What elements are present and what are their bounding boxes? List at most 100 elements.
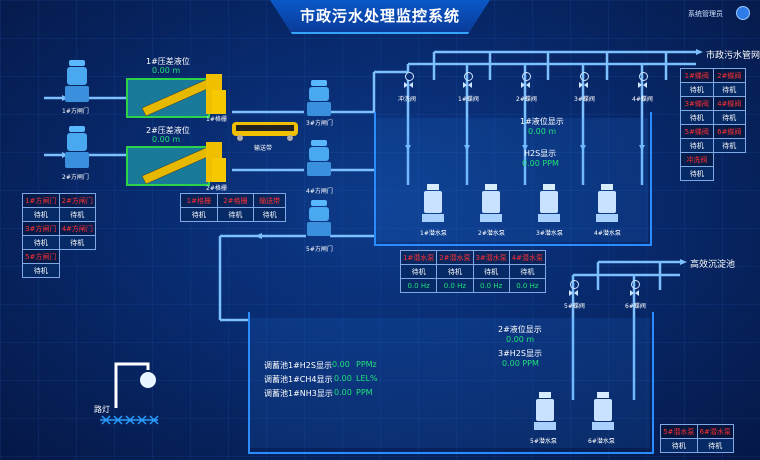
table-row: 待机待机 <box>680 110 746 125</box>
device-name-cell[interactable]: 1#蝶阀 <box>680 68 714 83</box>
pump-1-icon[interactable] <box>422 184 444 224</box>
frequency-cell: 0.0 Hz <box>436 278 474 293</box>
lower-tank <box>248 312 654 454</box>
device-name-cell[interactable]: 4#方闸门 <box>58 221 96 236</box>
screen-1-level-title: 1#压差液位 <box>146 57 190 66</box>
status-cell: 待机 <box>22 263 60 278</box>
status-cell: 待机 <box>712 138 746 153</box>
status-cell: 待机 <box>399 264 438 279</box>
pump-5-icon[interactable] <box>534 392 556 432</box>
device-name-cell[interactable]: 1#格栅 <box>180 193 218 208</box>
pump-5-label: 5#潜水泵 <box>530 438 557 445</box>
screen-1-rake-icon[interactable] <box>140 70 235 120</box>
screen-2-rake-icon[interactable] <box>140 138 235 188</box>
page-title: 市政污水处理监控系统 <box>299 7 460 25</box>
gate-3-icon[interactable] <box>306 80 332 118</box>
device-name-cell[interactable]: 2#方闸门 <box>58 193 96 208</box>
status-cell: 待机 <box>680 82 714 97</box>
table-row: 5#方闸门 <box>22 249 96 264</box>
level-1-value: 0.00 m <box>528 127 557 136</box>
device-name-cell[interactable]: 2#蝶阀 <box>712 68 746 83</box>
status-cell: 待机 <box>508 264 547 279</box>
gate-4-icon[interactable] <box>306 140 332 178</box>
butterfly-valve-6-icon[interactable] <box>630 280 640 297</box>
device-name-cell[interactable]: 1#潜水泵 <box>399 250 438 265</box>
screen-2-level-title: 2#压差液位 <box>146 126 190 135</box>
lower-tank-water <box>250 318 650 448</box>
table-row: 待机待机 <box>22 235 96 250</box>
gate-2-label: 2#方闸门 <box>62 174 89 181</box>
frequency-cell: 0.0 Hz <box>508 278 547 293</box>
conveyor-icon[interactable] <box>230 118 302 142</box>
pump-3-label: 3#潜水泵 <box>536 230 563 237</box>
h2s-3-value: 0.00 PPM <box>502 359 539 368</box>
device-name-cell[interactable]: 冲洗阀 <box>680 152 714 167</box>
gate-1-label: 1#方闸门 <box>62 108 89 115</box>
frequency-cell: 0.0 Hz <box>472 278 510 293</box>
h2s-value: 0.00 PPM <box>522 159 559 168</box>
device-name-cell[interactable]: 3#潜水泵 <box>472 250 510 265</box>
device-name-cell[interactable]: 6#蝶阀 <box>712 124 746 139</box>
title-bar <box>270 0 490 34</box>
destination-municipal-network: 市政污水管网 <box>706 51 760 61</box>
butterfly-valve-2-icon[interactable] <box>521 72 531 89</box>
pump-4-label: 4#潜水泵 <box>594 230 621 237</box>
device-name-cell[interactable]: 2#格栅 <box>216 193 255 208</box>
device-name-cell[interactable]: 4#蝶阀 <box>712 96 746 111</box>
pump-3-icon[interactable] <box>538 184 560 224</box>
device-name-cell[interactable]: 5#蝶阀 <box>680 124 714 139</box>
butterfly-valve-4-icon[interactable] <box>638 72 648 89</box>
table-row: 待机待机 <box>680 82 746 97</box>
device-name-cell[interactable]: 2#潜水泵 <box>436 250 474 265</box>
device-name-cell[interactable]: 5#方闸门 <box>22 249 60 264</box>
butterfly-valve-5-icon[interactable] <box>569 280 579 297</box>
device-name-cell[interactable]: 输送带 <box>253 193 286 208</box>
gate-1-icon[interactable] <box>64 60 90 104</box>
butterfly-valve-3-label: 3#蝶阀 <box>574 96 595 103</box>
readout-nh3-unit: PPM <box>356 388 373 397</box>
status-cell: 待机 <box>472 264 510 279</box>
screen-2-level-value: 0.00 m <box>152 135 181 144</box>
butterfly-valve-2-label: 2#蝶阀 <box>516 96 537 103</box>
pump-6-icon[interactable] <box>592 392 614 432</box>
user-avatar-icon[interactable] <box>736 6 750 20</box>
pump-2-icon[interactable] <box>480 184 502 224</box>
device-name-cell[interactable]: 3#蝶阀 <box>680 96 714 111</box>
butterfly-valve-4-label: 4#蝶阀 <box>632 96 653 103</box>
streetlight-label: 路灯 <box>94 405 110 414</box>
flush-valve-icon[interactable] <box>404 72 414 89</box>
gate-2-icon[interactable] <box>64 126 90 170</box>
streetlight-icon[interactable] <box>96 358 166 430</box>
butterfly-valve-3-icon[interactable] <box>579 72 589 89</box>
device-name-cell[interactable]: 5#潜水泵 <box>660 424 698 439</box>
screen-1-label: 1#格栅 <box>206 116 227 123</box>
table-row: 冲洗阀 <box>680 152 746 167</box>
status-cell: 待机 <box>22 207 60 222</box>
status-cell: 待机 <box>58 235 96 250</box>
readout-nh3-label: 调蓄池1#NH3显示 <box>264 389 333 398</box>
butterfly-valve-1-icon[interactable] <box>463 72 473 89</box>
status-cell: 待机 <box>22 235 60 250</box>
status-cell: 待机 <box>216 207 255 222</box>
device-name-cell[interactable]: 6#潜水泵 <box>696 424 734 439</box>
pump-4-icon[interactable] <box>596 184 618 224</box>
gate-5-icon[interactable] <box>306 200 332 238</box>
level-2-value: 0.00 m <box>506 335 535 344</box>
device-name-cell[interactable]: 3#方闸门 <box>22 221 60 236</box>
readout-ch4-value: 0.00 <box>334 374 352 383</box>
status-cell: 待机 <box>436 264 474 279</box>
screen-1-level-value: 0.00 m <box>152 66 181 75</box>
device-name-cell[interactable]: 4#潜水泵 <box>508 250 547 265</box>
table-row: 待机待机 <box>22 207 96 222</box>
screen-2-label: 2#格栅 <box>206 185 227 192</box>
device-name-cell[interactable]: 1#方闸门 <box>22 193 60 208</box>
flush-valve-label: 冲洗阀 <box>398 96 417 103</box>
admin-label[interactable]: 系统管理员 <box>688 10 723 18</box>
